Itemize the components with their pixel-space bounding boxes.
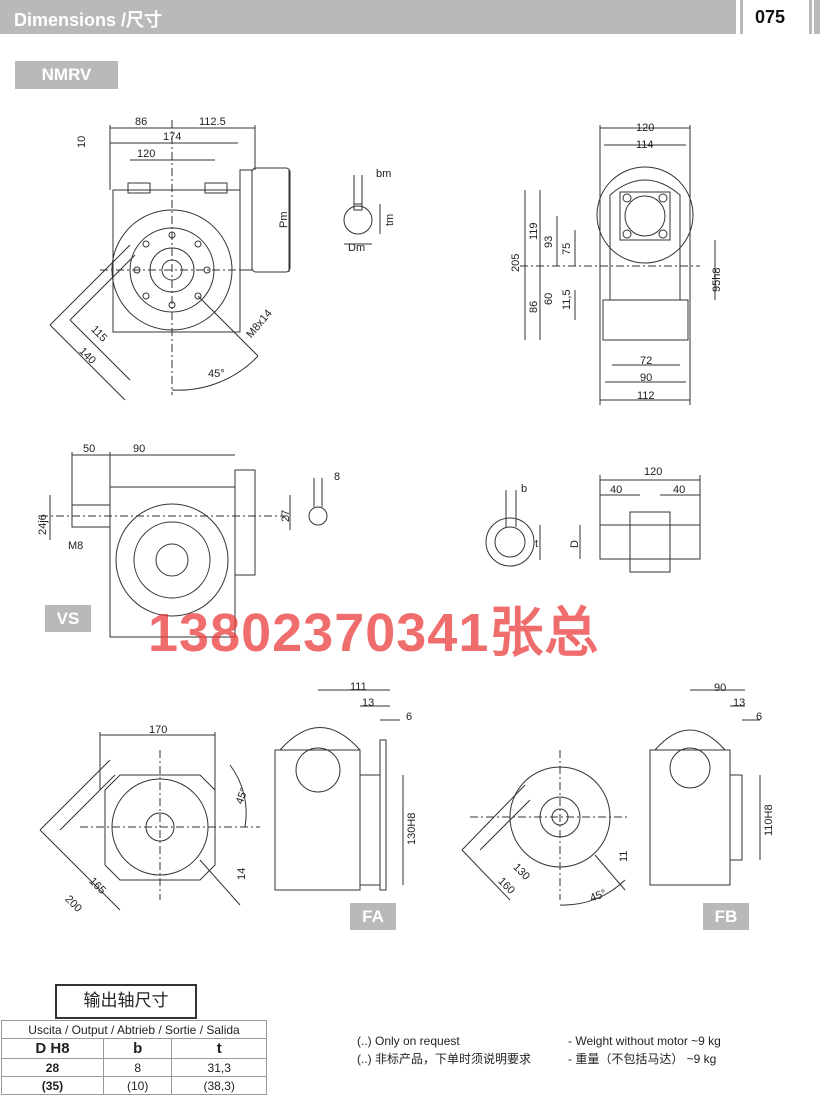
- table-row: 28 8 31,3: [1, 1058, 267, 1077]
- note-request-en: (..) Only on request: [357, 1034, 460, 1048]
- drawing-hollow-shaft: [485, 475, 701, 573]
- fb-dim-110h8: 110H8: [763, 804, 775, 836]
- drawing-side-view: [520, 125, 716, 405]
- dim-dm: Dm: [348, 242, 366, 254]
- drawing-vs-view: [40, 452, 328, 638]
- shaft-dim-120: 120: [644, 466, 663, 478]
- drawing-front-view: [49, 120, 291, 401]
- side-dim-86: 86: [528, 300, 540, 313]
- shaft-dim-D: D: [569, 540, 581, 548]
- dim-86: 86: [135, 116, 148, 128]
- fa-dim-130h8: 130H8: [406, 812, 418, 845]
- note-request-cn: (..) 非标产品，下单时须说明要求: [357, 1052, 531, 1066]
- dim-tm: tm: [384, 213, 396, 226]
- table-caption: Uscita / Output / Abtrieb / Sortie / Sal…: [1, 1020, 267, 1039]
- fa-dim-170: 170: [149, 724, 168, 736]
- note-weight-cn: - 重量（不包括马达） ~9 kg: [568, 1052, 717, 1066]
- shaft-dim-40-right: 40: [673, 484, 686, 496]
- fb-dim-6: 6: [756, 711, 763, 723]
- fb-dim-90: 90: [714, 682, 727, 694]
- cell: 8: [102, 1058, 173, 1077]
- cell: (10): [102, 1076, 173, 1095]
- dim-174: 174: [163, 131, 182, 143]
- output-shaft-title: 输出轴尺寸: [55, 984, 197, 1019]
- badge-vs: VS: [45, 605, 91, 632]
- fa-dim-14: 14: [236, 867, 248, 880]
- badge-nmrv: NMRV: [15, 61, 118, 89]
- shaft-dim-b: b: [521, 483, 528, 495]
- side-dim-11-5: 11,5: [561, 289, 573, 310]
- vs-dim-8: 8: [334, 471, 341, 483]
- size-code: 075: [755, 7, 786, 27]
- page-title: Dimensions /尺寸: [14, 10, 163, 30]
- side-dim-60: 60: [543, 292, 555, 305]
- side-dim-120: 120: [636, 122, 655, 134]
- fa-dim-13: 13: [362, 697, 375, 709]
- dim-112-5: 112.5: [199, 116, 226, 128]
- side-dim-112: 112: [637, 390, 655, 402]
- vs-dim-m8: M8: [68, 540, 84, 552]
- cell: (35): [1, 1076, 104, 1095]
- header-dh8: D H8: [1, 1038, 104, 1059]
- drawing-fb-flange: [461, 689, 761, 906]
- dim-10: 10: [76, 135, 88, 148]
- cell: 31,3: [171, 1058, 267, 1077]
- side-dim-114: 114: [636, 139, 654, 151]
- dim-120: 120: [137, 148, 156, 160]
- side-dim-90: 90: [640, 372, 653, 384]
- cell: (38,3): [171, 1076, 267, 1095]
- header-t: t: [171, 1038, 267, 1059]
- table-header-row: D H8 b t: [1, 1038, 267, 1059]
- side-dim-205: 205: [510, 253, 522, 272]
- drawing-fa-flange: [39, 689, 404, 911]
- side-dim-119: 119: [528, 222, 540, 240]
- drawing-key-detail: [343, 175, 381, 245]
- fb-dim-13: 13: [733, 697, 746, 709]
- watermark-phone: 13802370341张总: [148, 603, 600, 663]
- shaft-dim-t: t: [535, 538, 539, 550]
- shaft-dim-40-left: 40: [610, 484, 623, 496]
- header-bar: Dimensions /尺寸: [0, 0, 736, 34]
- side-dim-93: 93: [543, 235, 555, 248]
- vs-dim-50: 50: [83, 443, 96, 455]
- side-dim-95h8: 95h8: [711, 267, 723, 292]
- side-dim-72: 72: [640, 355, 653, 367]
- header-b: b: [102, 1038, 173, 1059]
- header-tail: [814, 0, 820, 34]
- output-shaft-table: Uscita / Output / Abtrieb / Sortie / Sal…: [1, 1020, 267, 1095]
- vs-dim-24j6: 24j6: [37, 514, 49, 535]
- size-code-box: 075: [740, 0, 812, 34]
- side-dim-75: 75: [561, 242, 573, 255]
- fa-dim-6: 6: [406, 711, 413, 723]
- fb-dim-11: 11: [618, 850, 630, 862]
- dim-45-deg: 45°: [208, 368, 225, 380]
- badge-fb: FB: [703, 903, 749, 930]
- fa-dim-111: 111: [350, 681, 367, 693]
- vs-dim-27: 27: [280, 509, 292, 522]
- badge-fa: FA: [350, 903, 396, 930]
- table-row: (35) (10) (38,3): [1, 1076, 267, 1095]
- note-weight-en: - Weight without motor ~9 kg: [568, 1034, 721, 1048]
- vs-dim-90: 90: [133, 443, 146, 455]
- dim-pm: Pm: [278, 211, 290, 229]
- cell: 28: [1, 1058, 104, 1077]
- dim-bm: bm: [376, 168, 392, 180]
